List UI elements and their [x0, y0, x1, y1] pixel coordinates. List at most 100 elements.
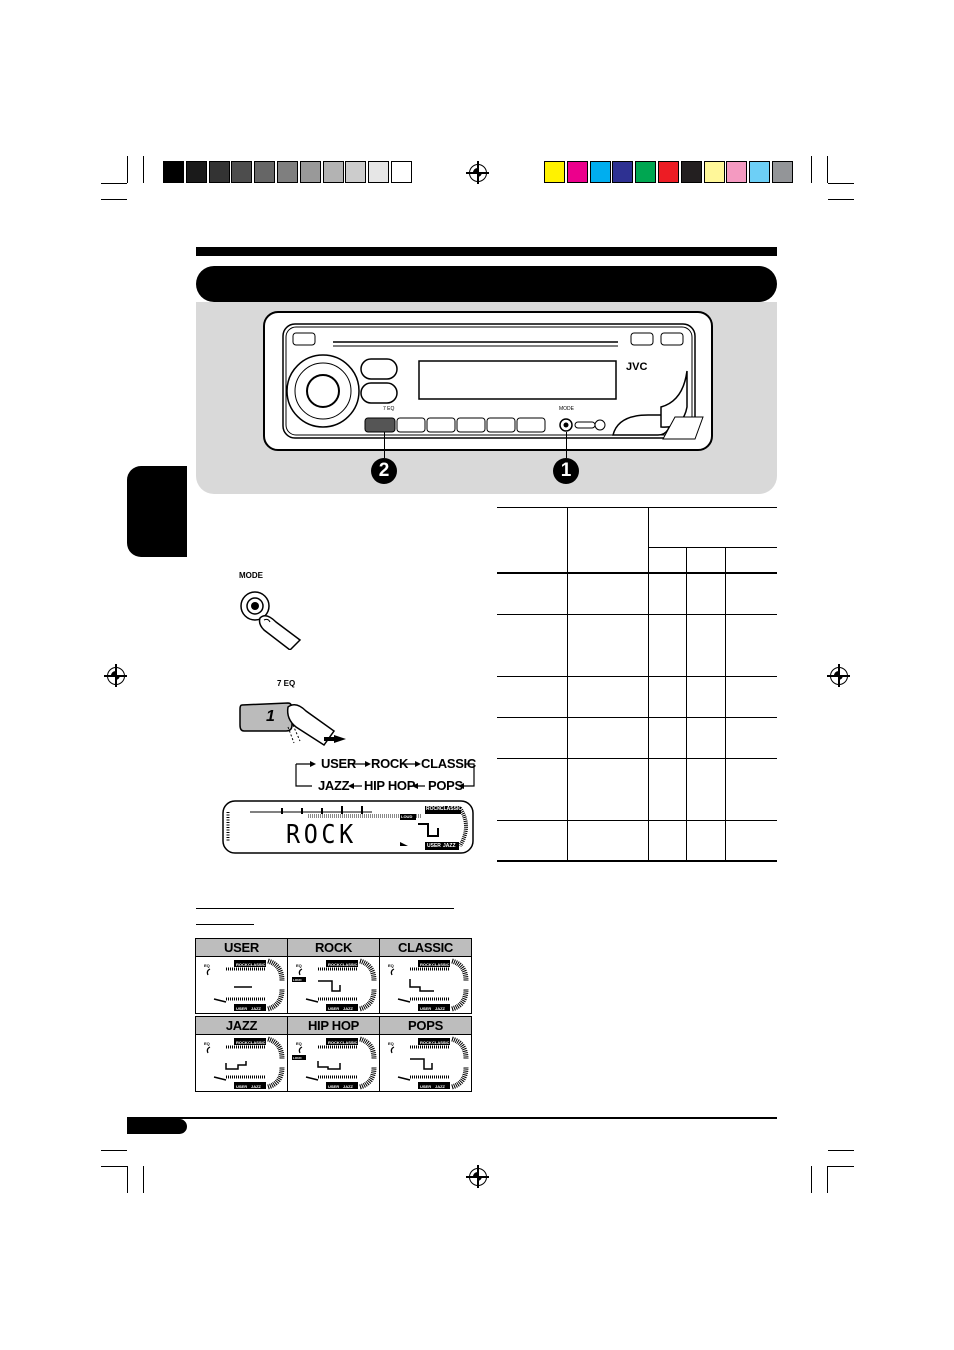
color-swatch	[635, 161, 657, 183]
color-swatch	[749, 161, 771, 183]
color-swatch	[322, 161, 344, 183]
registration-mark-right	[827, 664, 850, 687]
mini-tag-jazz: JAZZ	[343, 1006, 354, 1011]
color-swatch	[703, 161, 725, 183]
color-swatch	[208, 161, 230, 183]
color-swatch	[163, 161, 184, 183]
mini-tag-user: USER	[236, 1006, 247, 1011]
callout-2-badge: 2	[371, 458, 397, 484]
panel-eq-label: 7 EQ	[383, 406, 395, 412]
color-swatch	[391, 161, 412, 183]
registration-mark-bottom	[466, 1165, 489, 1188]
eq-grid-header-rock: ROCK	[287, 938, 380, 957]
color-swatch	[658, 161, 679, 183]
mini-tag-rock: ROCK	[328, 962, 340, 967]
brand-logo: JVC	[626, 361, 648, 373]
mini-tag-classic: CLASSIC	[340, 962, 358, 967]
mini-tag-eq: EQ	[204, 1041, 210, 1046]
cycle-hip-hop: HIP HOP	[364, 778, 416, 793]
color-swatch	[589, 161, 611, 183]
mini-tag-rock: ROCK	[328, 1040, 340, 1045]
car-stereo-faceplate: JVC MODE 7 EQ	[263, 311, 713, 451]
eq-grid-header-classic: CLASSIC	[379, 938, 472, 957]
lcd-mode-text: ROCK	[286, 820, 357, 850]
mini-tag-rock: ROCK	[420, 1040, 432, 1045]
language-side-tab	[127, 466, 187, 557]
eq-button-digit: 1	[266, 708, 275, 725]
color-swatch	[612, 161, 634, 183]
mini-tag-rock: ROCK	[236, 962, 248, 967]
mini-tag-loud: LOUD	[293, 1056, 302, 1060]
lcd-tag-loud: LOUD	[401, 814, 413, 819]
mini-tag-jazz: JAZZ	[251, 1006, 262, 1011]
mini-tag-eq: EQ	[388, 1041, 394, 1046]
mini-tag-user: USER	[328, 1006, 339, 1011]
callout-1-badge: 1	[553, 458, 579, 484]
lcd-tag-rock: ROCK	[426, 806, 441, 812]
mini-tag-rock: ROCK	[420, 962, 432, 967]
note-underline-1	[196, 908, 454, 909]
page-number-tab	[127, 1119, 187, 1134]
mini-tag-jazz: JAZZ	[435, 1084, 446, 1089]
note-underline-2	[196, 924, 254, 925]
footer-rule	[127, 1117, 777, 1119]
color-swatch	[345, 161, 367, 183]
lcd-tag-jazz: JAZZ	[443, 843, 456, 849]
mode-button-press-illustration	[238, 588, 303, 651]
eq-button-press-illustration: 1	[238, 697, 358, 749]
mini-tag-classic: CLASSIC	[340, 1040, 358, 1045]
color-swatch	[299, 161, 321, 183]
color-swatch	[680, 161, 702, 183]
mini-tag-eq: EQ	[296, 963, 302, 968]
lcd-display-illustration: ROCK ROCK CLASSIC LOUD USER JAZZ	[222, 800, 474, 854]
cycle-jazz: JAZZ	[318, 778, 350, 793]
color-swatch	[544, 161, 565, 183]
color-swatch	[185, 161, 207, 183]
mini-tag-user: USER	[420, 1084, 431, 1089]
top-rule	[196, 247, 777, 256]
eq-button-label: 7 EQ	[277, 679, 296, 688]
lcd-tag-user: USER	[427, 843, 441, 849]
cycle-user: USER	[321, 756, 356, 771]
mini-tag-eq: EQ	[296, 1041, 302, 1046]
mini-tag-jazz: JAZZ	[435, 1006, 446, 1011]
mini-tag-user: USER	[236, 1084, 247, 1089]
mini-tag-jazz: JAZZ	[343, 1084, 354, 1089]
mini-tag-rock: ROCK	[236, 1040, 248, 1045]
color-swatch	[368, 161, 390, 183]
color-swatch	[277, 161, 298, 183]
panel-mode-label: MODE	[559, 406, 574, 412]
registration-mark-top	[466, 161, 489, 184]
eq-grid-header-jazz: JAZZ	[195, 1016, 288, 1035]
color-swatch	[726, 161, 748, 183]
section-title-bar	[196, 266, 777, 302]
color-swatch	[231, 161, 253, 183]
color-swatch	[254, 161, 276, 183]
color-swatch	[772, 161, 793, 183]
lcd-tag-classic: CLASSIC	[440, 806, 462, 812]
mini-tag-classic: CLASSIC	[432, 1040, 450, 1045]
eq-grid-header-user: USER	[195, 938, 288, 957]
mini-tag-loud: LOUD	[293, 978, 302, 982]
mini-tag-user: USER	[328, 1084, 339, 1089]
mini-tag-eq: EQ	[388, 963, 394, 968]
callout-line-1	[566, 432, 567, 458]
cycle-rock: ROCK	[371, 756, 409, 771]
mini-tag-user: USER	[420, 1006, 431, 1011]
eq-grid-header-pops: POPS	[379, 1016, 472, 1035]
callout-line-2	[384, 432, 385, 458]
mini-tag-classic: CLASSIC	[248, 1040, 266, 1045]
mini-tag-classic: CLASSIC	[248, 962, 266, 967]
